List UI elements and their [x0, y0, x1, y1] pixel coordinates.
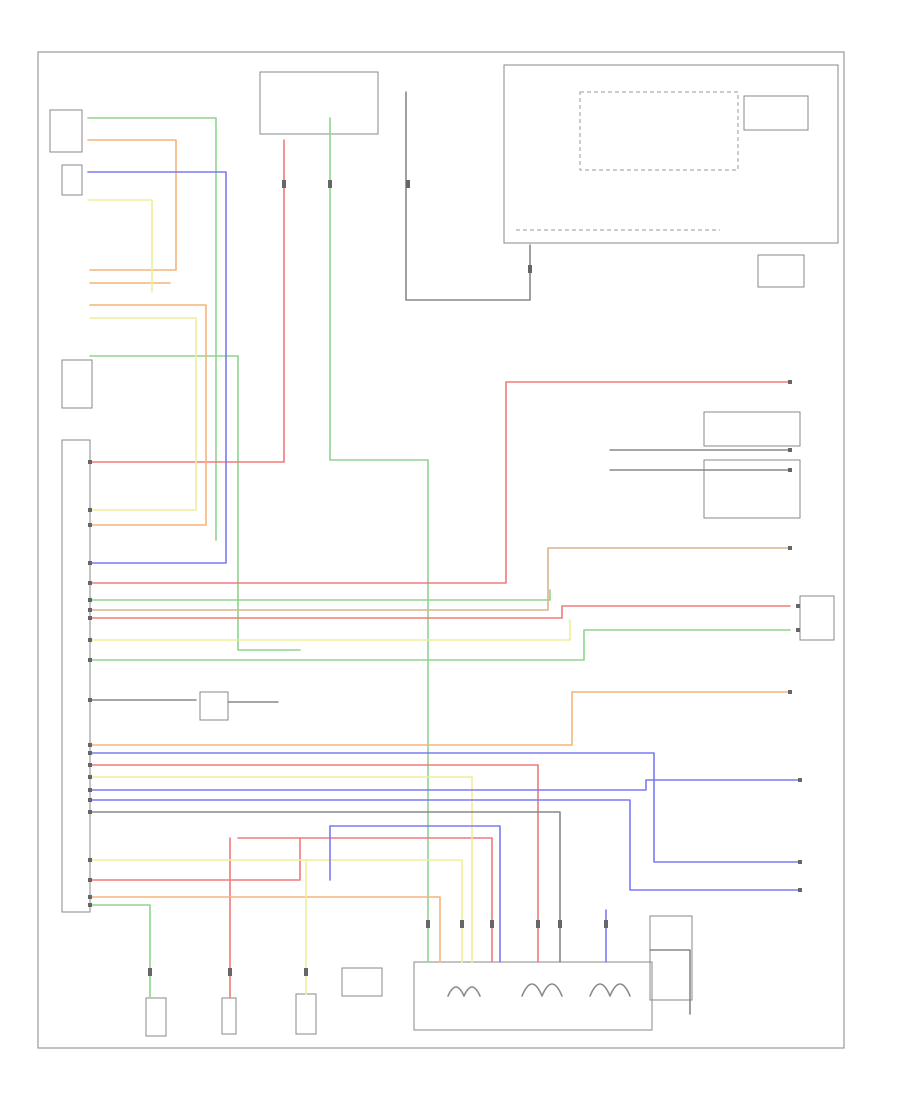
wire-green-mid — [89, 355, 301, 651]
solenoid-connector-box — [799, 595, 835, 641]
range-switch-box — [49, 109, 83, 153]
counter-shaft-speed-sensor — [295, 993, 317, 1035]
wire-red-right-1 — [89, 381, 791, 584]
wire-yellow-1 — [87, 199, 153, 293]
diagram-frame — [37, 51, 845, 1049]
linear-solenoid-b — [521, 983, 563, 997]
wire-gray-bottom-2 — [649, 949, 691, 1015]
wire-orange-3 — [89, 304, 207, 526]
fuse-box — [259, 71, 379, 135]
wire-blue-1 — [89, 779, 801, 791]
linear-solenoid-a — [447, 986, 481, 997]
pressure-switch-box-1 — [703, 411, 801, 447]
wire-blue-3 — [89, 752, 801, 863]
wire-green-bottom-left — [89, 904, 151, 999]
atf-temp-sensor — [341, 967, 383, 997]
wire-yellow-4 — [89, 776, 473, 963]
control-module-inner-box — [579, 91, 739, 171]
module-connector-box — [743, 95, 809, 131]
wire-blue-4 — [329, 825, 501, 963]
sensor-connector-markers — [148, 180, 608, 976]
wire-red-bottom-1 — [89, 764, 539, 963]
pcm-connector-block — [61, 439, 91, 913]
output-shaft-speed-sensor — [221, 997, 237, 1035]
shift-solenoid-box — [649, 915, 693, 1001]
wire-red-bottom-2 — [237, 837, 493, 963]
wire-orange-right — [89, 691, 791, 746]
wire-yellow-2 — [89, 317, 197, 511]
wire-brown-1 — [89, 547, 791, 611]
wire-yellow-5 — [89, 859, 463, 963]
wire-red-bottom-3 — [89, 837, 301, 881]
pressure-switch-box-2 — [703, 459, 801, 519]
pcm-left-box — [61, 359, 93, 409]
wire-orange-bottom — [89, 896, 441, 963]
shift-lock-solenoid — [199, 691, 229, 721]
transmission-housing-box — [413, 961, 653, 1031]
linear-solenoid-c — [589, 983, 631, 997]
range-switch-connector — [61, 164, 83, 196]
wire-red-right-2 — [89, 605, 791, 619]
wire-green-trunk — [329, 117, 429, 963]
pcm-connector-pins — [88, 460, 92, 907]
wire-gray-top — [405, 91, 531, 301]
wire-green-top — [87, 117, 217, 541]
wire-blue-top — [87, 171, 227, 564]
right-terminal-markers — [788, 380, 802, 892]
wire-blue-2 — [89, 799, 801, 891]
wire-orange-1 — [87, 139, 177, 271]
wire-red-fuse — [89, 139, 285, 463]
sensor-box-top-right — [757, 254, 805, 288]
wire-green-pcm-1 — [89, 589, 551, 601]
wire-green-right — [89, 629, 791, 661]
wire-yellow-3 — [89, 619, 571, 641]
control-module-box — [503, 64, 839, 244]
input-shaft-speed-sensor — [145, 997, 167, 1037]
wire-gray-bottom-1 — [89, 811, 561, 963]
